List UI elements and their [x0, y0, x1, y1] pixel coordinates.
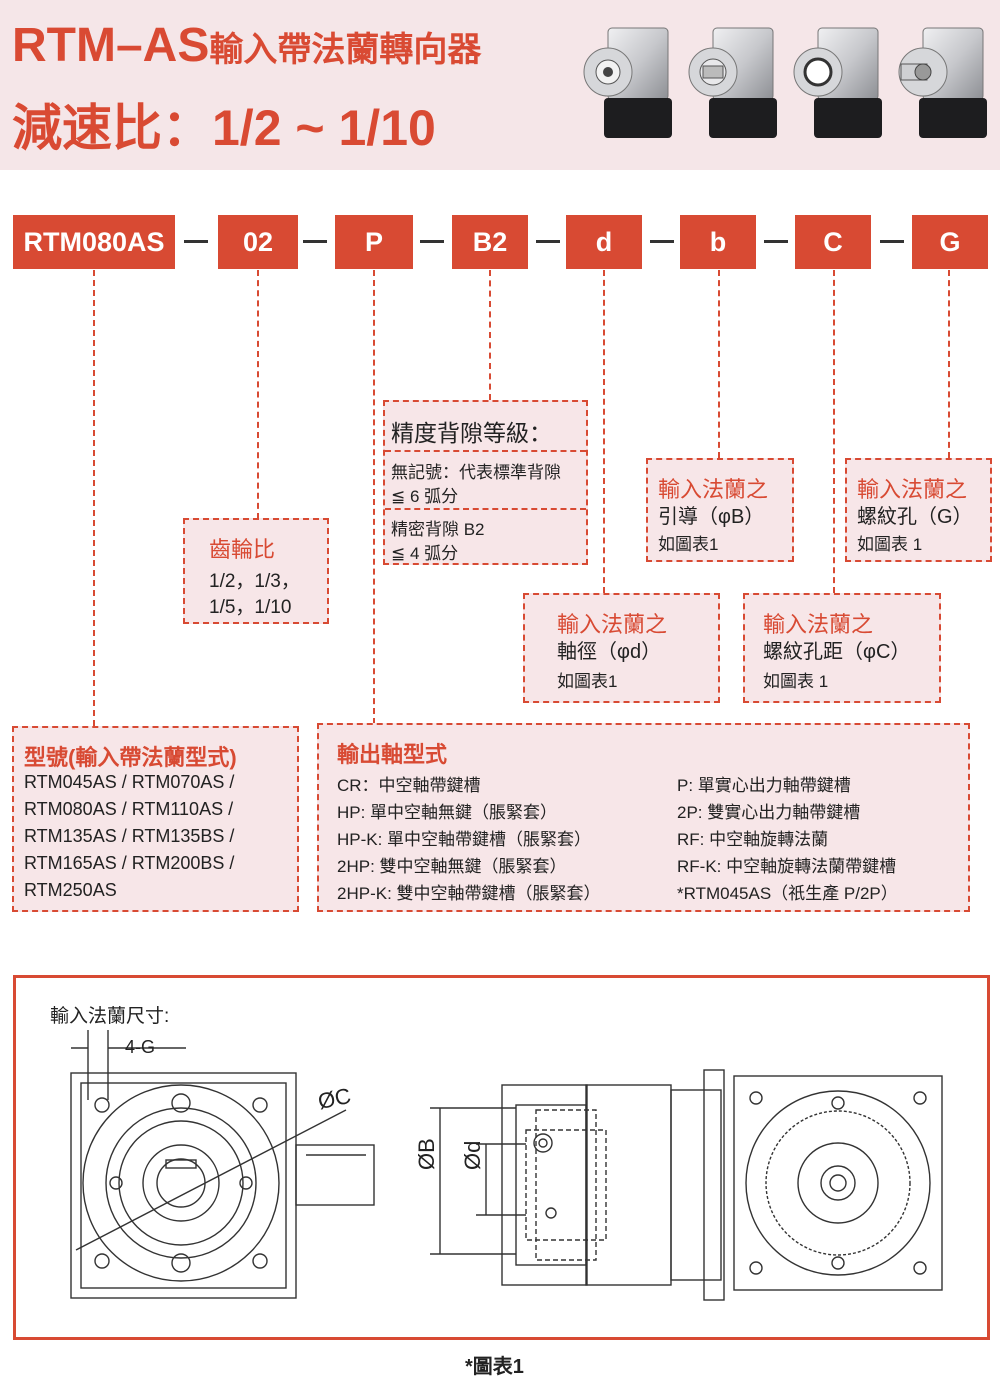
leader-line-output: [373, 270, 375, 724]
backlash-std-line: ≦ 6 弧分: [391, 487, 459, 506]
thread-hole-title: 輸入法蘭之: [857, 477, 968, 502]
code-separator: [184, 240, 208, 243]
gear-ratio-line: 1/2，1/3，: [209, 571, 300, 592]
hole-pitch-title: 輸入法蘭之: [763, 612, 874, 637]
model-line: RTM080AS / RTM110AS /: [24, 799, 234, 819]
code-separator: [536, 240, 560, 243]
gear-ratio-title: 齒輪比: [209, 537, 276, 562]
code-segment-c: C: [795, 215, 871, 269]
product-images: [583, 27, 987, 138]
output-shaft-left-line: HP: 單中空軸無鍵（脹緊套）: [337, 803, 558, 822]
product-image-4: [898, 27, 987, 138]
label-phi-d: Ød: [460, 1140, 485, 1170]
leader-line-backlash: [489, 270, 491, 400]
code-separator: [650, 240, 674, 243]
ratio-label: 減速比：: [12, 100, 212, 156]
model-line: RTM165AS / RTM200BS /: [24, 853, 235, 873]
backlash-std-line: 無記號：代表標準背隙: [391, 463, 561, 482]
output-shaft-right-line: P: 單實心出力軸帶鍵槽: [677, 776, 851, 795]
output-shaft-right-line: *RTM045AS（祇生產 P/2P）: [677, 884, 898, 903]
model-title: 型號(輸入帶法蘭型式): [24, 745, 237, 770]
backlash-prec-line: 精密背隙 B2: [391, 520, 485, 539]
flange-dimension-frame: [13, 975, 990, 1340]
product-image-2: [688, 27, 777, 138]
thread-hole-box: 輸入法蘭之 螺紋孔（G） 如圖表 1: [845, 458, 992, 562]
output-shaft-left-line: 2HP: 雙中空軸無鍵（脹緊套）: [337, 857, 567, 876]
model-line: RTM045AS / RTM070AS /: [24, 772, 235, 792]
code-segment-backlash: B2: [452, 215, 528, 269]
code-separator: [420, 240, 444, 243]
ratio-heading: 減速比：1/2 ~ 1/10: [12, 88, 436, 160]
pilot-line: 如圖表1: [658, 535, 719, 554]
figure-caption: *圖表1: [465, 1356, 524, 1378]
output-shaft-right-line: RF: 中空軸旋轉法蘭: [677, 830, 829, 849]
output-shaft-left-line: 2HP-K: 雙中空軸帶鍵槽（脹緊套）: [337, 884, 601, 903]
output-shaft-box: 輸出軸型式 CR：中空軸帶鍵槽 HP: 單中空軸無鍵（脹緊套） HP-K: 單中…: [317, 723, 970, 912]
leader-line-model: [93, 270, 95, 726]
output-shaft-title: 輸出軸型式: [337, 742, 448, 767]
pilot-title: 輸入法蘭之: [658, 477, 769, 502]
backlash-title: 精度背隙等級：: [391, 420, 552, 446]
leader-line-d: [603, 270, 605, 593]
leader-line-ratio: [257, 270, 259, 519]
backlash-box: 精度背隙等級： 無記號：代表標準背隙 ≦ 6 弧分 精密背隙 B2 ≦ 4 弧分: [383, 400, 588, 565]
title-desc: 輸入帶法蘭轉向器: [209, 31, 482, 69]
backlash-divider: [385, 450, 586, 452]
pilot-line: 引導（φB）: [658, 506, 765, 528]
model-box: 型號(輸入帶法蘭型式) RTM045AS / RTM070AS / RTM080…: [12, 726, 299, 912]
model-line: RTM250AS: [24, 880, 117, 900]
hole-pitch-box: 輸入法蘭之 螺紋孔距（φC） 如圖表 1: [743, 593, 941, 703]
gear-ratio-box: 齒輪比 1/2，1/3， 1/5，1/10: [183, 518, 329, 624]
leader-line-g: [948, 270, 950, 458]
shaft-diameter-title: 輸入法蘭之: [557, 612, 668, 637]
thread-hole-line: 螺紋孔（G）: [857, 506, 973, 528]
product-image-3: [793, 27, 882, 138]
code-separator: [880, 240, 904, 243]
output-shaft-right-line: 2P: 雙實心出力軸帶鍵槽: [677, 803, 861, 822]
backlash-prec-line: ≦ 4 弧分: [391, 544, 459, 563]
hole-pitch-line: 螺紋孔距（φC）: [763, 641, 911, 663]
shaft-diameter-box: 輸入法蘭之 軸徑（φd） 如圖表1: [523, 593, 720, 703]
backlash-divider: [385, 508, 586, 510]
leader-line-b: [718, 270, 720, 458]
technical-drawing: [70, 1030, 943, 1301]
ratio-value: 1/2 ~ 1/10: [212, 100, 436, 156]
code-segment-model: RTM080AS: [13, 215, 175, 269]
code-segment-output: P: [335, 215, 413, 269]
header-banner: RTM–AS輸入帶法蘭轉向器 減速比：1/2 ~ 1/10: [0, 0, 1000, 170]
leader-line-c: [833, 270, 835, 593]
gear-ratio-line: 1/5，1/10: [209, 597, 292, 618]
code-segment-d: d: [566, 215, 642, 269]
output-shaft-right-line: RF-K: 中空軸旋轉法蘭帶鍵槽: [677, 857, 897, 876]
thread-hole-line: 如圖表 1: [857, 535, 923, 554]
code-segment-b: b: [680, 215, 756, 269]
code-separator: [303, 240, 327, 243]
model-line: RTM135AS / RTM135BS /: [24, 826, 235, 846]
hole-pitch-line: 如圖表 1: [763, 672, 829, 691]
code-separator: [764, 240, 788, 243]
code-segment-ratio: 02: [218, 215, 298, 269]
shaft-diameter-line: 軸徑（φd）: [557, 641, 662, 663]
drawing-title: 輸入法蘭尺寸:: [50, 1006, 170, 1027]
pilot-box: 輸入法蘭之 引導（φB） 如圖表1: [646, 458, 794, 562]
output-shaft-left-line: CR：中空軸帶鍵槽: [337, 776, 481, 795]
page-title: RTM–AS輸入帶法蘭轉向器: [12, 18, 481, 73]
shaft-diameter-line: 如圖表1: [557, 672, 618, 691]
label-4g: 4-G: [125, 1037, 156, 1057]
code-segment-g: G: [912, 215, 988, 269]
output-shaft-left-line: HP-K: 單中空軸帶鍵槽（脹緊套）: [337, 830, 592, 849]
title-model: RTM–AS: [12, 19, 210, 72]
label-phi-b: ØB: [414, 1138, 439, 1170]
product-image-1: [583, 27, 672, 138]
